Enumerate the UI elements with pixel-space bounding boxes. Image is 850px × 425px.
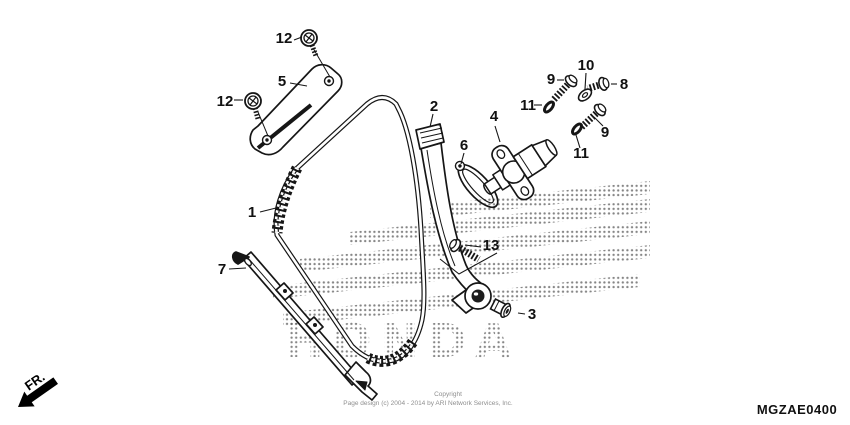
callout-3[interactable]: 3 xyxy=(528,306,536,323)
setting-plate-5 xyxy=(249,63,343,156)
plate-bolt-12-lower xyxy=(244,92,269,137)
chain-guide-rear xyxy=(415,123,492,314)
diagram-code: MGZAE0400 xyxy=(757,402,837,417)
callout-leader-lines xyxy=(228,36,617,315)
callout-12a[interactable]: 12 xyxy=(276,30,293,47)
gasket-6 xyxy=(454,160,499,209)
plate-bolt-12-upper xyxy=(300,29,331,78)
callout-7[interactable]: 7 xyxy=(218,261,226,278)
callout-5[interactable]: 5 xyxy=(278,73,286,90)
o-ring-11-upper xyxy=(543,100,555,114)
fr-arrow-icon xyxy=(18,377,58,407)
o-ring-11-lower xyxy=(571,122,583,136)
washer-10 xyxy=(577,88,593,102)
fr-direction-arrow: FR. xyxy=(18,369,58,407)
copyright-line1: Copyright xyxy=(434,391,462,398)
flange-bolt-8 xyxy=(586,76,610,92)
chain-guide-front xyxy=(232,251,378,401)
flange-bolt-9-lower xyxy=(579,103,607,130)
sealing-bolt-3 xyxy=(489,298,512,319)
callout-10[interactable]: 10 xyxy=(578,57,595,74)
callout-11a[interactable]: 11 xyxy=(520,97,536,114)
callout-8[interactable]: 8 xyxy=(620,76,628,93)
callout-6[interactable]: 6 xyxy=(460,137,468,154)
callout-9a[interactable]: 9 xyxy=(547,71,555,88)
callout-9b[interactable]: 9 xyxy=(601,124,609,141)
copyright-line2: Page design (c) 2004 - 2014 by ARI Netwo… xyxy=(343,400,513,407)
callout-2[interactable]: 2 xyxy=(430,98,438,115)
callout-12b[interactable]: 12 xyxy=(217,93,234,110)
callout-13[interactable]: 13 xyxy=(483,237,500,254)
callout-4[interactable]: 4 xyxy=(490,108,499,125)
callout-1[interactable]: 1 xyxy=(248,204,256,221)
callout-11b[interactable]: 11 xyxy=(573,145,589,162)
cam-chain xyxy=(271,95,427,367)
flange-bolt-9-upper xyxy=(551,74,578,102)
pivot-bolt-13 xyxy=(439,238,498,275)
tensioner-lifter-4 xyxy=(483,139,558,201)
